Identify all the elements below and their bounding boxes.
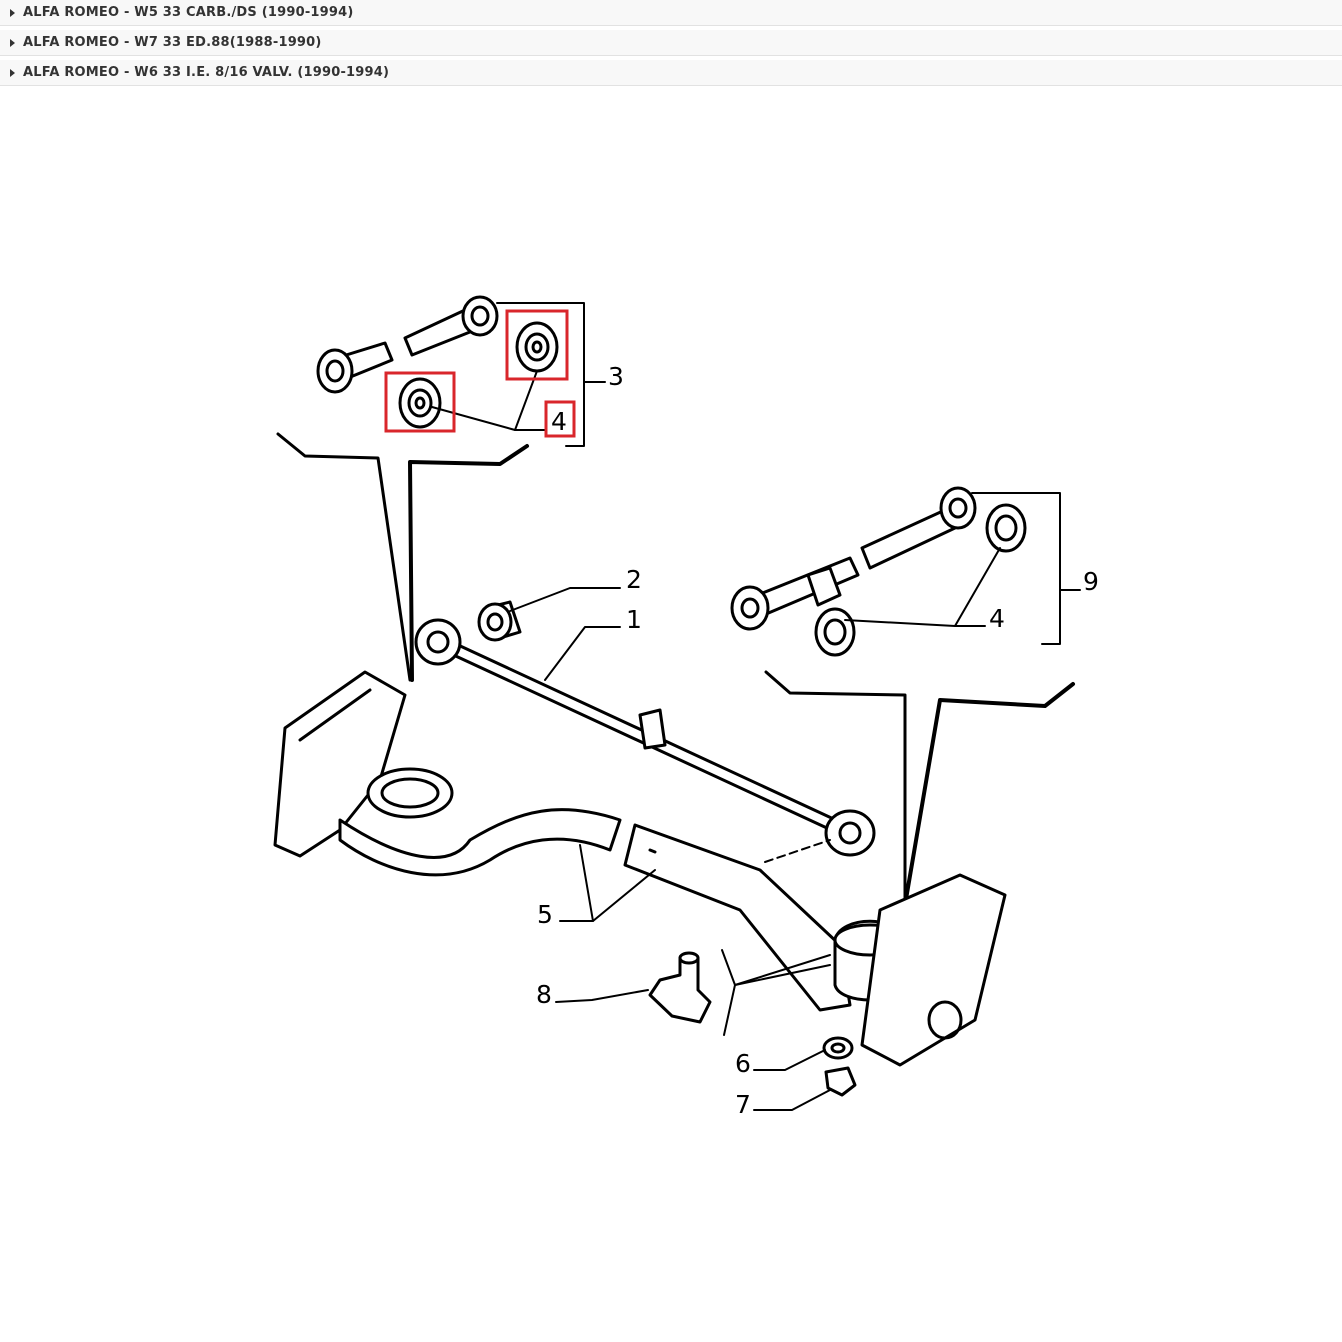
right-link-assembly — [730, 486, 1027, 657]
vehicle-list: ALFA ROMEO - W5 33 CARB./DS (1990-1994) … — [0, 0, 1342, 90]
vehicle-row-w5[interactable]: ALFA ROMEO - W5 33 CARB./DS (1990-1994) — [0, 0, 1342, 26]
expand-arrow-icon — [10, 68, 15, 77]
callout-7: 7 — [735, 1090, 751, 1119]
part-7-nut — [824, 1066, 857, 1097]
callout-5: 5 — [537, 900, 553, 929]
upper-link-assembly — [316, 295, 499, 394]
part-8-sensor — [648, 951, 712, 1024]
part-6-washer — [822, 1036, 854, 1060]
vehicle-label: ALFA ROMEO - W6 33 I.E. 8/16 VALV. (1990… — [23, 65, 390, 80]
callout-3: 3 — [608, 362, 624, 391]
callout-6: 6 — [735, 1049, 751, 1078]
callout-4a: 4 — [551, 407, 567, 436]
callout-9: 9 — [1083, 567, 1099, 596]
callout-2: 2 — [626, 565, 642, 594]
vehicle-label: ALFA ROMEO - W7 33 ED.88(1988-1990) — [23, 35, 322, 50]
highlight-boxes — [384, 309, 576, 438]
vehicle-row-w7[interactable]: ALFA ROMEO - W7 33 ED.88(1988-1990) — [0, 30, 1342, 56]
callout-4b: 4 — [989, 604, 1005, 633]
rear-axle — [273, 600, 1007, 1067]
callout-1: 1 — [626, 605, 642, 634]
expand-arrow-icon — [10, 38, 15, 47]
bushing-4a — [398, 377, 442, 429]
bushing-4b — [515, 321, 559, 373]
vehicle-label: ALFA ROMEO - W5 33 CARB./DS (1990-1994) — [23, 5, 354, 20]
expand-arrow-icon — [10, 8, 15, 17]
vehicle-row-w6[interactable]: ALFA ROMEO - W6 33 I.E. 8/16 VALV. (1990… — [0, 60, 1342, 86]
callout-8: 8 — [536, 980, 552, 1009]
